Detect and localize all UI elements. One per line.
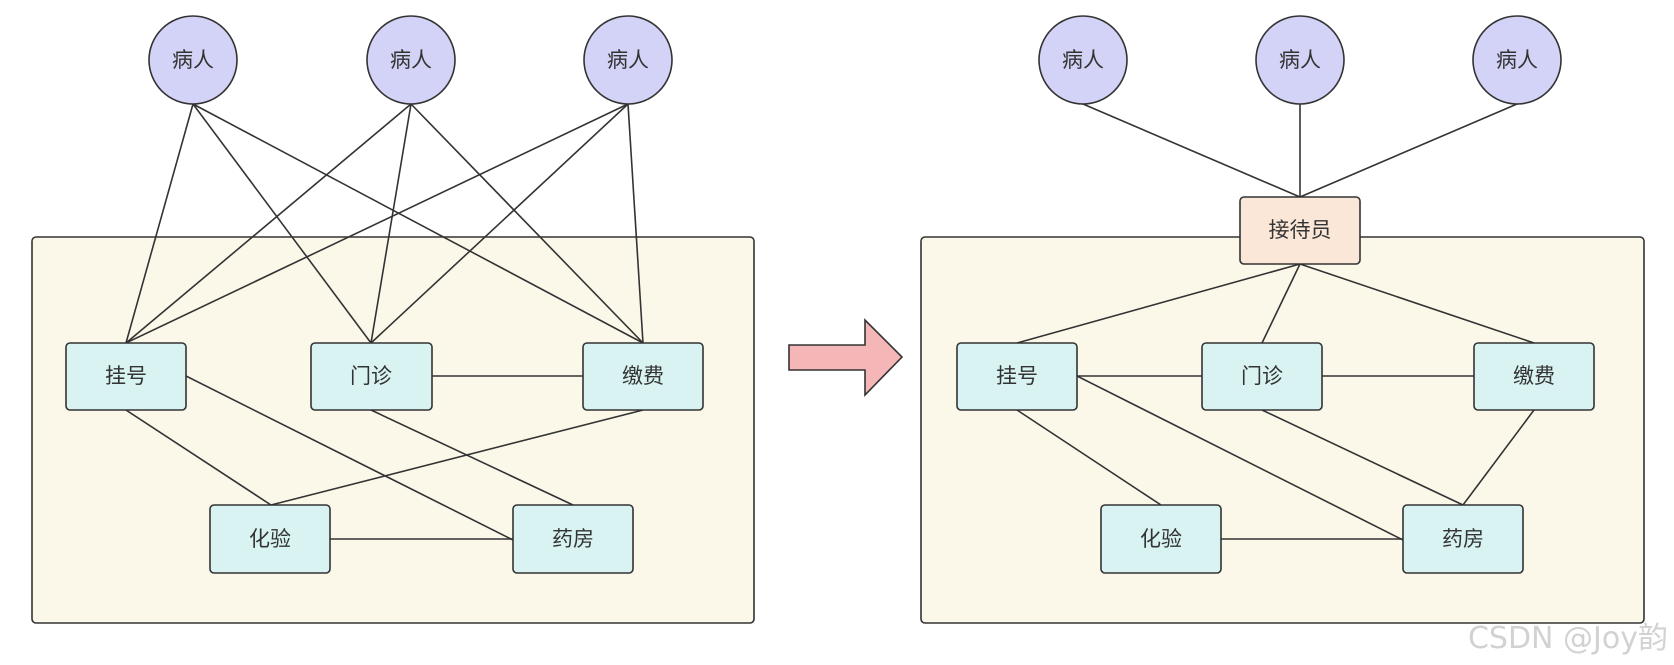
left-patient-node: 病人 (583, 15, 673, 105)
left-clinic-node: 门诊 (310, 342, 433, 411)
receptionist-node: 接待员 (1239, 196, 1361, 265)
right-lab-label: 化验 (1140, 527, 1182, 551)
left-service-edges (125, 375, 644, 541)
edge (370, 103, 629, 344)
edge (627, 103, 644, 344)
left-register-label: 挂号 (105, 364, 147, 388)
edge (125, 409, 272, 506)
right-system-container (920, 236, 1645, 624)
edge (125, 103, 629, 344)
right-lab-node: 化验 (1100, 504, 1222, 574)
right-patient-edges (1082, 103, 1518, 198)
left-payment-node: 缴费 (582, 342, 704, 411)
edge (192, 103, 372, 344)
left-patient-label: 病人 (172, 48, 214, 72)
right-service-edges (1016, 375, 1535, 541)
transition-arrow (788, 318, 904, 397)
edge (410, 103, 644, 344)
edge (1261, 263, 1301, 344)
right-patient-node: 病人 (1472, 15, 1562, 105)
right-receptionist-edges (1016, 263, 1535, 344)
left-lab-label: 化验 (249, 527, 291, 551)
left-patient-node: 病人 (366, 15, 456, 105)
right-patient-label: 病人 (1496, 48, 1538, 72)
right-clinic-label: 门诊 (1241, 364, 1283, 388)
right-payment-label: 缴费 (1513, 364, 1555, 388)
edge (125, 103, 194, 344)
right-register-node: 挂号 (956, 342, 1078, 411)
right-patient-label: 病人 (1062, 48, 1104, 72)
edge (1082, 103, 1301, 198)
edge (1016, 263, 1301, 344)
edge (1016, 409, 1162, 506)
right-patient-node: 病人 (1255, 15, 1345, 105)
receptionist-label: 接待员 (1269, 218, 1332, 242)
left-patient-node: 病人 (148, 15, 238, 105)
right-register-label: 挂号 (996, 364, 1038, 388)
right-pharmacy-node: 药房 (1402, 504, 1524, 574)
edge (1299, 103, 1518, 198)
edge (270, 409, 644, 506)
left-pharmacy-node: 药房 (512, 504, 634, 574)
left-register-node: 挂号 (65, 342, 187, 411)
right-patient-node: 病人 (1038, 15, 1128, 105)
edge (125, 103, 412, 344)
left-patient-edges (125, 103, 644, 344)
edge (1076, 375, 1404, 541)
left-payment-label: 缴费 (622, 364, 664, 388)
edge (1299, 263, 1535, 344)
edge (1462, 409, 1535, 506)
edge (370, 103, 412, 344)
left-lab-node: 化验 (209, 504, 331, 574)
left-diagram: 病人 病人 病人 挂号 门诊 缴费 化验 药房 (31, 15, 755, 624)
right-clinic-node: 门诊 (1201, 342, 1323, 411)
right-patient-label: 病人 (1279, 48, 1321, 72)
left-patient-label: 病人 (607, 48, 649, 72)
left-patient-label: 病人 (390, 48, 432, 72)
right-diagram: 病人 病人 病人 接待员 挂号 门诊 缴费 化验 (920, 15, 1645, 624)
edge (192, 103, 644, 344)
edge (370, 409, 574, 506)
watermark: CSDN @Joy韵 (1468, 621, 1668, 656)
left-pharmacy-label: 药房 (552, 527, 594, 551)
edge (1261, 409, 1464, 506)
edge (185, 375, 514, 541)
right-payment-node: 缴费 (1473, 342, 1595, 411)
right-pharmacy-label: 药房 (1442, 527, 1484, 551)
left-clinic-label: 门诊 (350, 364, 392, 388)
